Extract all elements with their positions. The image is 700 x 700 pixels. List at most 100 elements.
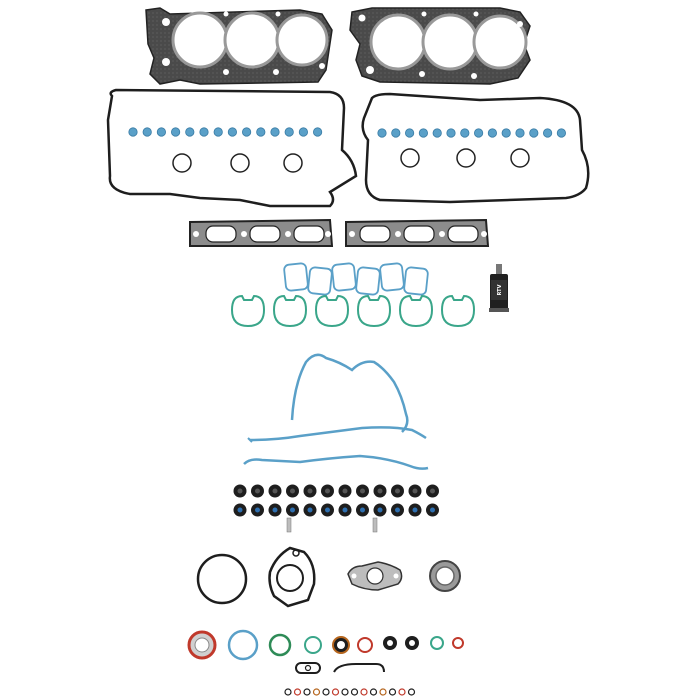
valve-stem-seal-core	[290, 507, 295, 513]
valve-stem-seal-core	[430, 507, 435, 513]
valve-stem-seal-core	[307, 488, 313, 494]
valve-stem-seals	[233, 484, 439, 517]
intake-runner-gasket	[314, 294, 350, 328]
cam-seal-dot	[515, 128, 525, 138]
intake-plenum-gaskets	[283, 262, 429, 296]
oring-green	[268, 633, 292, 657]
intake-plenum-gasket	[307, 266, 333, 296]
valve-stem-seal-core	[237, 507, 243, 513]
cam-seal-dot	[529, 128, 539, 138]
valve-stem-seal-core	[307, 507, 313, 513]
valve-stem-seal-core	[237, 488, 243, 494]
intake-plenum-gasket	[403, 266, 429, 296]
valve-stem-seal-core	[412, 488, 418, 494]
oring-blue-large	[227, 629, 259, 661]
timing-cover-gasket-lower	[243, 454, 429, 470]
valve-cover-gasket-right	[361, 92, 590, 204]
small-oring	[360, 688, 368, 696]
thin-black-gasket	[333, 663, 385, 673]
exhaust-manifold-gasket-right	[345, 218, 490, 247]
small-oring	[331, 688, 340, 696]
small-oring	[293, 688, 302, 696]
cam-seal-dot	[256, 127, 266, 137]
large-oring	[196, 553, 248, 605]
sensor-gasket	[295, 662, 321, 674]
cam-seal-dot	[432, 128, 442, 138]
cam-seal-dot	[142, 127, 152, 137]
cam-seal-dot	[213, 127, 223, 137]
intake-plenum-gasket	[355, 266, 381, 296]
timing-cover-gasket-middle	[247, 426, 427, 443]
svg-text:RTV: RTV	[497, 284, 503, 295]
cam-seal-dot	[227, 127, 237, 137]
valve-stem-seal-core	[360, 507, 365, 513]
head-gasket-right	[349, 7, 531, 85]
valve-stem-seal-core	[325, 488, 330, 494]
cam-seal-dot	[501, 128, 511, 138]
cam-seal-dot	[270, 127, 280, 137]
cam-seal-dot	[556, 128, 567, 138]
head-gasket-left	[145, 7, 333, 85]
cam-seal-dot	[156, 127, 166, 137]
small-oring	[369, 688, 378, 696]
water-pump-gasket	[268, 546, 316, 608]
cam-seal-dot	[312, 127, 323, 137]
cam-seal-dot	[377, 128, 387, 138]
valve-stem-seal-core	[360, 488, 365, 494]
small-oring	[312, 688, 321, 696]
intake-runner-gasket	[230, 294, 266, 328]
intake-runner-gaskets	[230, 294, 476, 328]
exhaust-manifold-gasket-left	[189, 218, 334, 247]
dowel-pins	[286, 517, 378, 533]
intake-plenum-gasket	[379, 262, 405, 292]
valve-stem-seal-core	[430, 488, 435, 494]
spark-plug-tube-seals-right	[400, 148, 530, 168]
valve-stem-seal-core	[412, 507, 418, 513]
cam-seal-dot	[473, 128, 484, 138]
cam-seal-dot	[446, 128, 456, 138]
valve-stem-seal-core	[272, 488, 278, 494]
valve-stem-seal-core	[342, 507, 348, 513]
seal-black-medium	[405, 636, 419, 650]
cam-seal-row-right	[377, 128, 567, 138]
cam-seal-row-left	[128, 127, 323, 137]
intake-runner-gasket	[398, 294, 434, 328]
small-oring	[407, 688, 416, 696]
camshaft-seal-large	[187, 630, 217, 660]
cam-seal-dot	[404, 128, 415, 138]
crankshaft-seal	[429, 560, 461, 592]
timing-cover-gasket-upper	[290, 353, 409, 433]
cam-seal-dot	[242, 127, 252, 137]
cam-seal-dot	[542, 128, 553, 138]
seal-brown	[332, 636, 350, 654]
intake-plenum-gasket	[283, 262, 309, 292]
valve-stem-seal-core	[395, 507, 400, 513]
sealant-tube: RTV	[489, 264, 509, 312]
valve-stem-seal-core	[325, 507, 330, 513]
intake-plenum-gasket	[331, 262, 357, 292]
small-oring	[303, 688, 311, 696]
cam-seal-dot	[171, 127, 181, 137]
valve-stem-seal-core	[395, 488, 400, 494]
valve-stem-seal-core	[255, 488, 260, 494]
cam-seal-dot	[391, 128, 401, 138]
valve-stem-seal-core	[377, 507, 383, 513]
cam-seal-dot	[284, 127, 294, 137]
cam-seal-dot	[298, 127, 308, 137]
seal-black-small	[383, 636, 397, 650]
valve-stem-seal-core	[377, 488, 383, 494]
cam-seal-dot	[199, 127, 209, 137]
small-oring	[350, 688, 359, 696]
cam-seal-dot	[487, 128, 497, 138]
valve-stem-seal-core	[272, 507, 278, 513]
oring-red	[357, 637, 373, 653]
valve-cover-gasket-left	[106, 88, 358, 208]
small-oring	[398, 688, 406, 696]
cam-seal-dot	[128, 127, 138, 137]
small-orings-row	[284, 688, 416, 696]
small-oring	[341, 688, 349, 696]
spark-plug-tube-seals-left	[172, 153, 303, 173]
cam-seal-dot	[185, 127, 195, 137]
